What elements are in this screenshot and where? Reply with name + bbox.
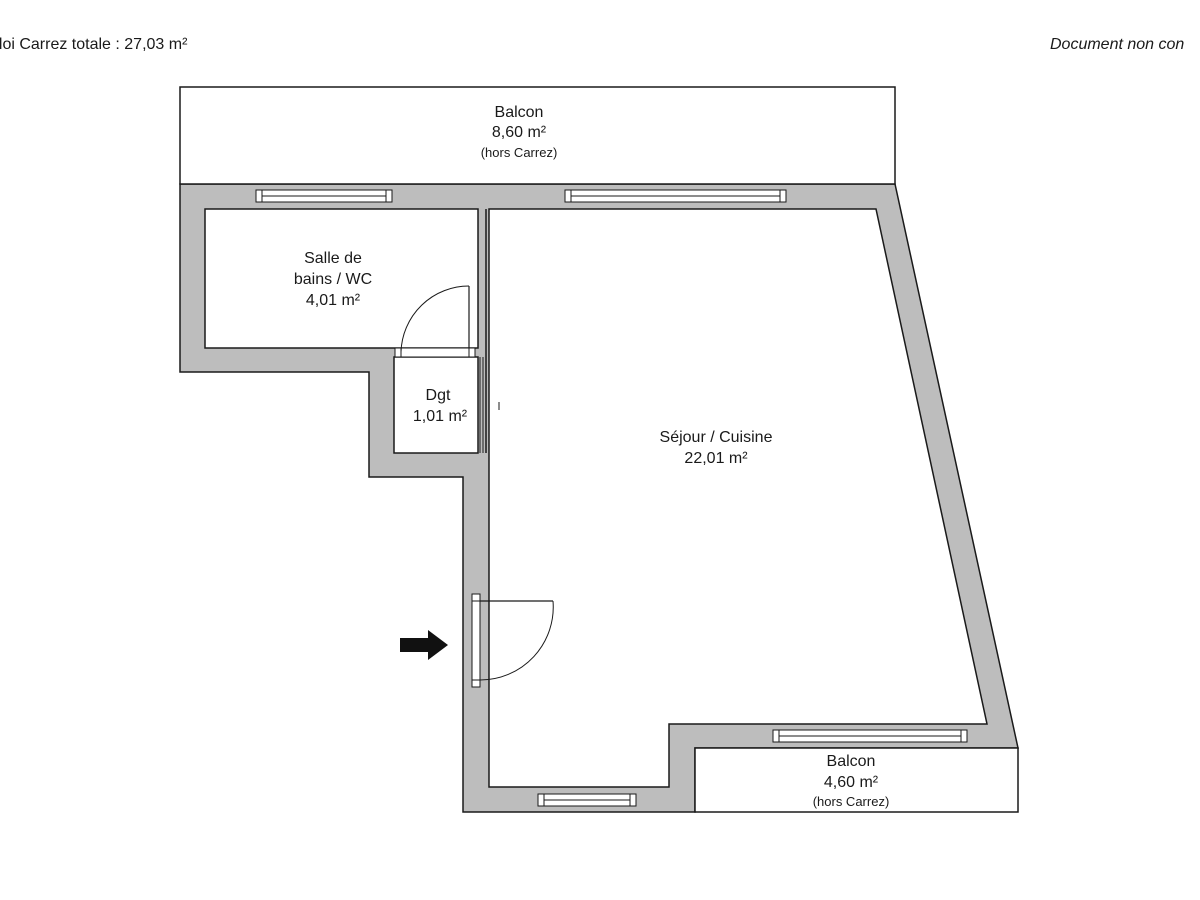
window-bottom: [537, 793, 637, 807]
entrance-door: [471, 593, 554, 688]
bathroom-area: 4,01 m²: [306, 292, 361, 309]
window-bottom-right: [772, 729, 968, 743]
room-living-kitchen: [488, 208, 988, 788]
hallway-living-opening: [479, 357, 500, 453]
balcony-top-name: Balcon: [495, 104, 544, 121]
balcony-top: [179, 86, 896, 185]
disclaimer-text: Document non con: [1050, 36, 1185, 53]
window-top-right: [564, 189, 787, 203]
room-bathroom: [204, 208, 479, 349]
disclaimer-label: Document non con: [600, 36, 1200, 54]
hallway-area: 1,01 m²: [413, 408, 468, 425]
balcony-top-note: (hors Carrez): [481, 145, 558, 160]
bathroom-name-line1: Salle de: [304, 250, 362, 267]
entry-arrow-icon: [400, 630, 448, 660]
window-top-left: [255, 189, 393, 203]
living-area: 22,01 m²: [684, 450, 748, 467]
balcony-bottom-name: Balcon: [827, 753, 876, 770]
bathroom-door: [394, 285, 476, 358]
living-name: Séjour / Cuisine: [660, 429, 773, 446]
balcony-top-area: 8,60 m²: [492, 124, 547, 141]
balcony-bottom-note: (hors Carrez): [813, 794, 890, 809]
balcony-bottom-area: 4,60 m²: [824, 774, 879, 791]
hallway-name: Dgt: [426, 387, 451, 404]
room-hallway: [393, 356, 479, 454]
bathroom-name-line2: bains / WC: [294, 271, 372, 288]
total-area-label: cie loi Carrez totale : 27,03 m²: [0, 36, 600, 54]
balcony-bottom: [694, 747, 1019, 813]
total-area-text: cie loi Carrez totale : 27,03 m²: [0, 36, 188, 53]
